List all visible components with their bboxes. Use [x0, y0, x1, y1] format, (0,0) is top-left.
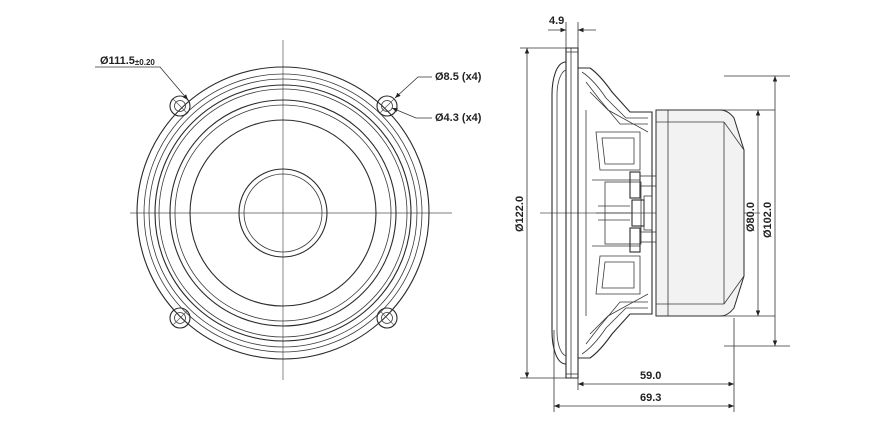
- flange-thickness-label: 4.9: [549, 15, 564, 27]
- leader-outer-dia: [95, 66, 189, 101]
- basket-window-lower: [595, 255, 641, 295]
- surround-profile: [551, 61, 567, 365]
- outer-dia-label: Ø111.5±0.20: [100, 55, 155, 67]
- dust-cap-inner: [243, 173, 323, 253]
- magnet-assembly: [655, 109, 745, 317]
- basket-window-upper: [595, 131, 641, 171]
- depth-total-label: 69.3: [640, 392, 661, 404]
- side-view: 4.9 Ø122.0 Ø80.0 Ø102.0 59.0 69.3: [514, 15, 790, 412]
- depth-magnet-label: 59.0: [640, 370, 661, 382]
- hole-small-label: Ø4.3 (x4): [435, 112, 482, 124]
- mounting-hole-top-right: [376, 95, 398, 117]
- terminal-assembly: [596, 171, 661, 253]
- mounting-hole-top-left: [169, 95, 191, 117]
- mounting-hole-bottom-left: [169, 307, 191, 329]
- leader-hole-small: [391, 107, 432, 119]
- leader-hole-big: [394, 76, 432, 99]
- dust-cap-outer: [238, 168, 328, 258]
- mounting-hole-bottom-right: [376, 307, 398, 329]
- magnet-outer-dia-label: Ø102.0: [762, 202, 774, 238]
- front-view: Ø111.5±0.20 Ø8.5 (x4) Ø4.3 (x4): [95, 40, 482, 380]
- cone-edge: [189, 119, 377, 307]
- overall-dia-label: Ø122.0: [514, 196, 526, 232]
- surround-ring: [169, 99, 397, 327]
- hole-big-label: Ø8.5 (x4): [435, 71, 482, 83]
- outer-frame-ring: [136, 66, 430, 360]
- magnet-dia-label: Ø80.0: [745, 202, 757, 232]
